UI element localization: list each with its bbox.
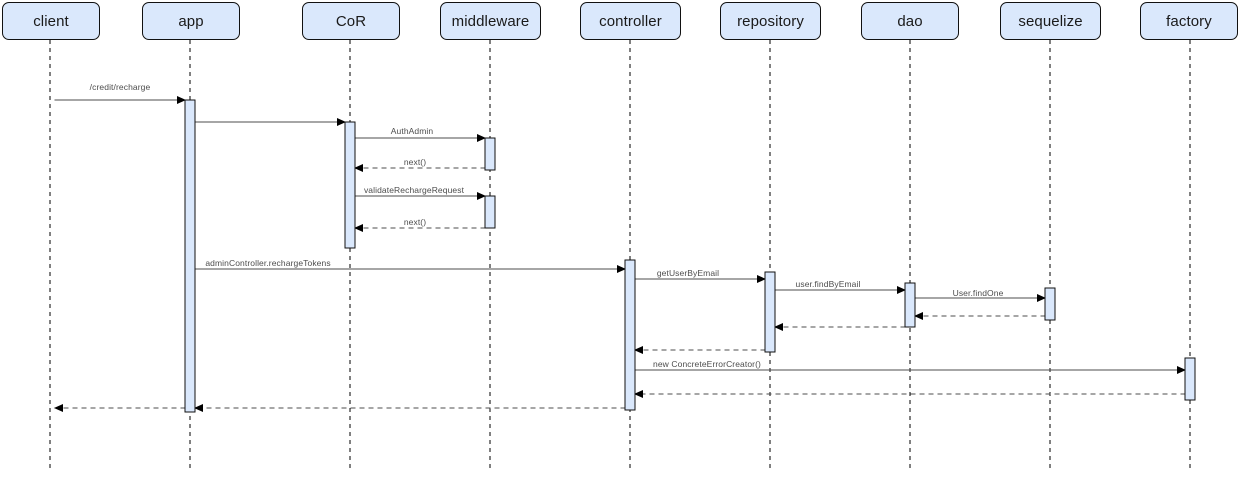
- activation-bar-sequelize: [1044, 287, 1056, 321]
- activation-bar-controller: [624, 259, 636, 411]
- activation-bar-middleware: [484, 137, 496, 171]
- activation-bar-dao: [904, 282, 916, 328]
- participant-cor[interactable]: CoR: [302, 2, 400, 40]
- participant-label: middleware: [451, 12, 530, 30]
- participant-middleware[interactable]: middleware: [440, 2, 541, 40]
- activations-layer: [184, 99, 1196, 413]
- participant-client[interactable]: client: [2, 2, 100, 40]
- participant-label: CoR: [335, 12, 367, 30]
- participant-label: client: [33, 12, 69, 30]
- message-label-m3: AuthAdmin: [390, 126, 434, 136]
- messages-layer: [54, 96, 1186, 412]
- participant-label: factory: [1166, 12, 1212, 30]
- participant-app[interactable]: app: [142, 2, 240, 40]
- activation-bar-cor: [344, 121, 356, 249]
- participant-factory[interactable]: factory: [1140, 2, 1238, 40]
- activation-bar-middleware: [484, 195, 496, 229]
- participant-dao[interactable]: dao: [861, 2, 959, 40]
- activation-bar-factory: [1184, 357, 1196, 401]
- message-label-m14: new ConcreteErrorCreator(): [653, 359, 761, 369]
- participant-label: sequelize: [1018, 12, 1083, 30]
- participant-label: controller: [599, 12, 662, 30]
- participant-controller[interactable]: controller: [580, 2, 681, 40]
- message-label-m6: next(): [403, 217, 427, 227]
- message-label-m9: user.findByEmail: [795, 279, 861, 289]
- activation-bar-app: [184, 99, 196, 413]
- message-label-m4: next(): [403, 157, 427, 167]
- message-label-m10: User.findOne: [952, 288, 1004, 298]
- participant-sequelize[interactable]: sequelize: [1000, 2, 1101, 40]
- message-label-m5: validateRechargeRequest: [363, 185, 465, 195]
- message-label-m8: getUserByEmail: [656, 268, 720, 278]
- message-label-m7: adminController.rechargeTokens: [205, 258, 331, 268]
- activation-bar-repository: [764, 271, 776, 353]
- participant-repository[interactable]: repository: [720, 2, 821, 40]
- participant-label: repository: [737, 12, 804, 30]
- message-label-m1: /credit/recharge: [89, 82, 151, 92]
- participant-label: dao: [897, 12, 923, 30]
- participant-label: app: [178, 12, 204, 30]
- lifelines-layer: [49, 40, 1191, 470]
